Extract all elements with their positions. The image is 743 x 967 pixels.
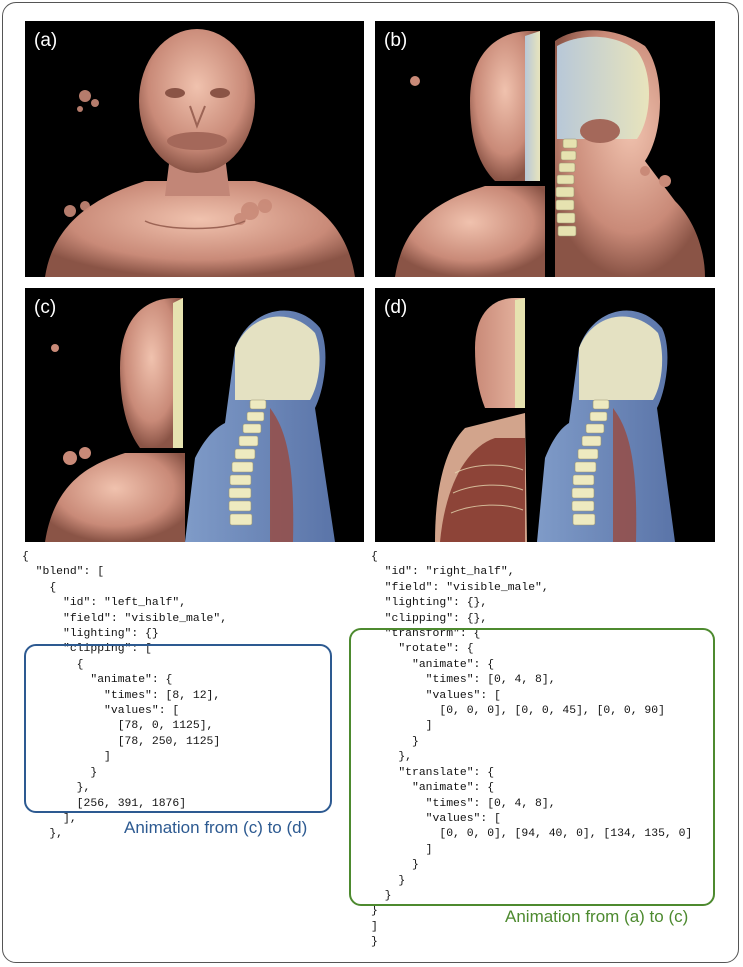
panel-c-image: (c) (25, 288, 364, 542)
panel-label: (d) (384, 297, 408, 318)
volume-render-split-halves-icon (395, 30, 705, 277)
caption-animation-c-to-d: Animation from (c) to (d) (124, 818, 308, 837)
panel-label: (b) (384, 30, 408, 51)
code-block-right: { "id": "right_half", "field": "visible_… (371, 551, 693, 949)
caption-animation-a-to-c: Animation from (a) to (c) (505, 907, 689, 926)
panel-d-image: (d) (375, 288, 715, 542)
volume-render-right-half-moved-icon (45, 298, 335, 542)
highlight-box-transform (349, 628, 715, 906)
panel-b-image: (b) (375, 21, 715, 277)
panel-a-image: (a) (25, 21, 364, 277)
code-block-left: { "blend": [ { "id": "left_half", "field… (22, 551, 228, 841)
volume-render-face-icon (45, 29, 355, 277)
volume-render-left-half-clipped-icon (435, 298, 675, 542)
highlight-box-clipping (24, 644, 332, 813)
panel-label: (c) (34, 297, 57, 318)
panel-label: (a) (34, 30, 58, 51)
